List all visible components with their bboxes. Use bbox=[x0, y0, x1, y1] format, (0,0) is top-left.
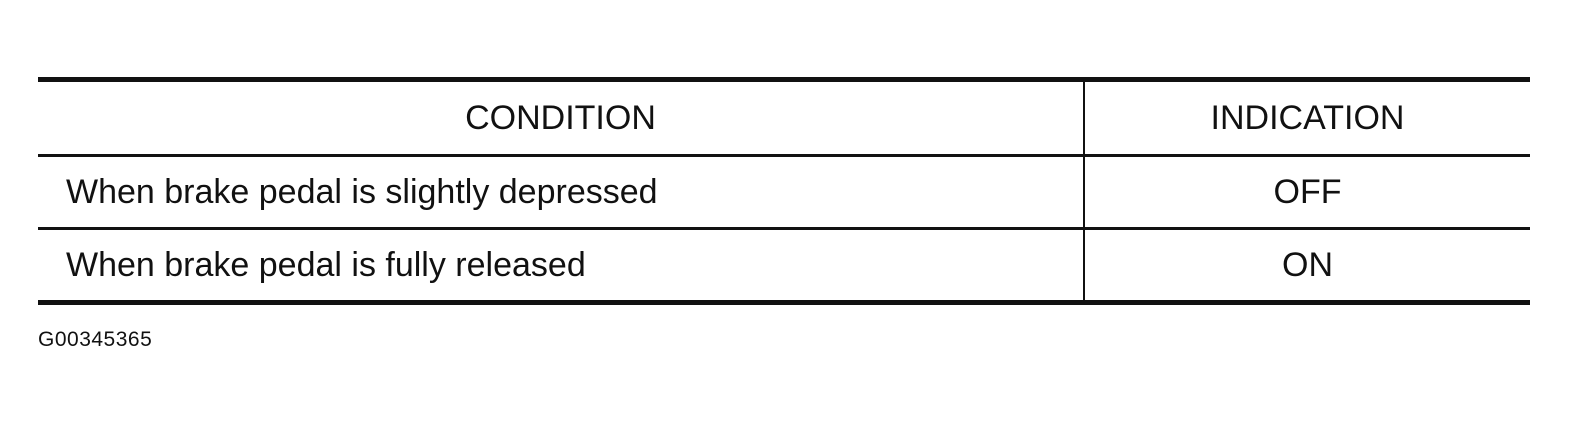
indication-cell: OFF bbox=[1084, 155, 1530, 230]
header-indication: INDICATION bbox=[1084, 79, 1530, 157]
table-header-row: CONDITION INDICATION bbox=[38, 79, 1530, 157]
condition-cell: When brake pedal is fully released bbox=[38, 228, 1085, 303]
table-row: When brake pedal is slightly depressed O… bbox=[38, 155, 1530, 230]
indication-cell: ON bbox=[1282, 245, 1333, 284]
table-row: When brake pedal is fully released ON bbox=[38, 228, 1530, 303]
figure-id: G00345365 bbox=[38, 328, 153, 351]
condition-indication-table-container: CONDITION INDICATION When brake pedal is… bbox=[38, 77, 1530, 305]
header-condition: CONDITION bbox=[38, 79, 1085, 157]
condition-indication-table: CONDITION INDICATION When brake pedal is… bbox=[38, 77, 1530, 305]
condition-cell: When brake pedal is slightly depressed bbox=[38, 155, 1085, 230]
